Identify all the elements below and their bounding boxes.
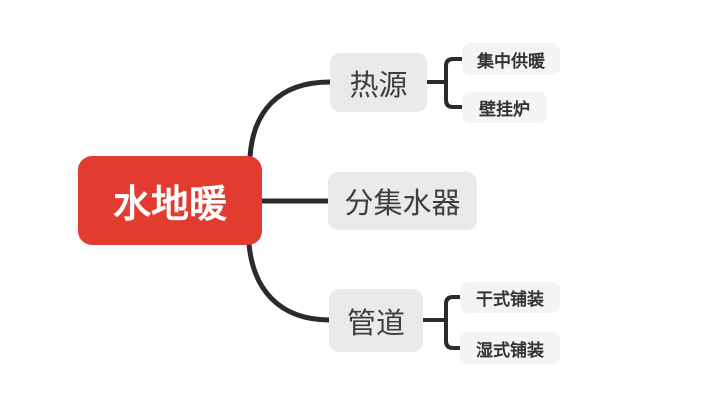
connector-branch-1-bracket <box>444 57 464 109</box>
root-node[interactable]: 水地暖 <box>78 156 262 245</box>
branch-node-pipes[interactable]: 管道 <box>329 289 423 352</box>
branch-node-manifold[interactable]: 分集水器 <box>328 172 477 230</box>
child-node-central-heating[interactable]: 集中供暖 <box>462 43 560 75</box>
connector-branch-3-bracket <box>444 295 465 350</box>
child-node-dry-installation[interactable]: 干式铺装 <box>460 282 560 313</box>
branch-node-heat-source[interactable]: 热源 <box>330 53 427 112</box>
connector-root-to-branch-1 <box>247 79 333 160</box>
connector-root-to-branch-3 <box>246 241 333 323</box>
child-node-wet-installation[interactable]: 湿式铺装 <box>460 332 560 364</box>
child-node-wall-hung-boiler[interactable]: 壁挂炉 <box>462 92 547 123</box>
